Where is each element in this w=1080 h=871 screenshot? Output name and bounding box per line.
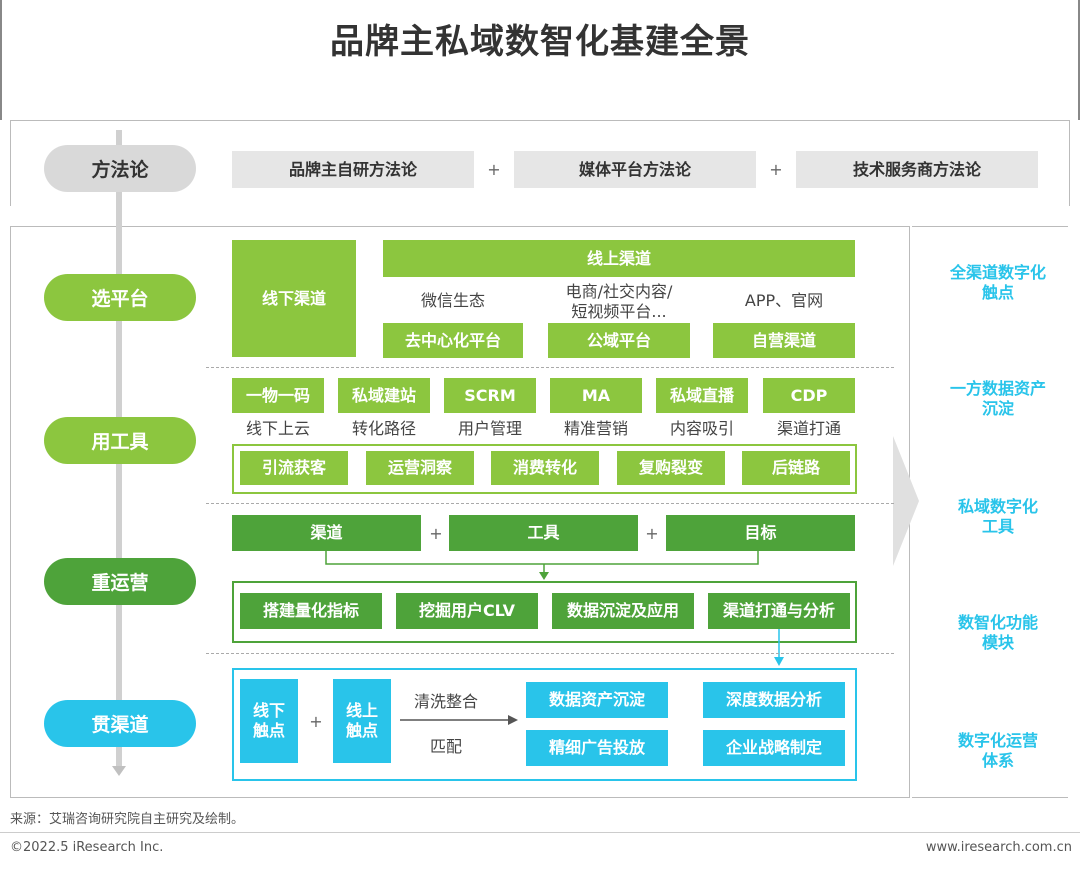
process-label: 匹配 — [429, 737, 462, 756]
tool-box: SCRM — [444, 378, 536, 413]
operation-input-box: 渠道 — [232, 515, 421, 551]
copyright: ©2022.5 iResearch Inc. — [10, 840, 164, 855]
page-title: 品牌主私域数智化基建全景 — [330, 22, 750, 62]
down-arrow-icon — [774, 629, 784, 666]
operation-output-box: 数据沉淀及应用 — [552, 593, 694, 629]
tool-desc: 线下上云 — [245, 419, 310, 438]
method-item: 媒体平台方法论 — [514, 151, 756, 188]
channel-result-box: 精细广告投放 — [526, 730, 668, 766]
section-divider — [206, 367, 894, 368]
layer-platform-pill: 选平台 — [44, 274, 196, 321]
method-item: 技术服务商方法论 — [796, 151, 1038, 188]
methodology-pill: 方法论 — [44, 145, 196, 192]
process-label: 清洗整合 — [413, 692, 478, 711]
platform-type-box: 自营渠道 — [713, 323, 855, 358]
merge-arrow-icon — [325, 550, 759, 580]
chevron-right-icon — [893, 436, 919, 566]
tool-box: CDP — [763, 378, 855, 413]
channel-result-box: 企业战略制定 — [703, 730, 845, 766]
operation-output-box: 渠道打通与分析 — [708, 593, 850, 629]
right-label: 数智化功能 模块 — [957, 613, 1038, 652]
offline-channel-box: 线下渠道 — [232, 240, 356, 357]
right-label: 数字化运营 体系 — [957, 731, 1038, 770]
frame-right-edge — [1078, 0, 1080, 120]
tool-desc: 转化路径 — [351, 419, 416, 438]
platform-desc: 电商/社交内容/ 短视频平台... — [565, 282, 673, 321]
tool-desc: 渠道打通 — [776, 419, 841, 438]
section-divider — [206, 503, 894, 504]
tool-box: MA — [550, 378, 642, 413]
plus-sign: + — [487, 160, 501, 179]
tool-box: 一物一码 — [232, 378, 324, 413]
operation-input-box: 目标 — [666, 515, 855, 551]
source-note: 来源：艾瑞咨询研究院自主研究及绘制。 — [10, 812, 245, 827]
right-arrow-icon — [400, 715, 518, 725]
tool-box: 私域建站 — [338, 378, 430, 413]
website-link[interactable]: www.iresearch.com.cn — [925, 840, 1072, 855]
method-item: 品牌主自研方法论 — [232, 151, 474, 188]
tool-goal-box: 消费转化 — [491, 451, 599, 485]
tool-goal-box: 复购裂变 — [617, 451, 725, 485]
operation-output-box: 搭建量化指标 — [240, 593, 382, 629]
right-label: 一方数据资产 沉淀 — [949, 379, 1046, 418]
platform-desc: APP、官网 — [744, 291, 824, 310]
tool-goals-frame — [232, 444, 857, 494]
footer-divider — [0, 832, 1080, 833]
platform-type-box: 去中心化平台 — [383, 323, 523, 358]
offline-touch-box: 线下 触点 — [240, 679, 298, 763]
operation-outputs-frame — [232, 581, 857, 643]
layer-channel-pill: 贯渠道 — [44, 700, 196, 747]
tool-box: 私域直播 — [656, 378, 748, 413]
section-divider — [206, 653, 894, 654]
online-channel-box: 线上渠道 — [383, 240, 855, 277]
operation-output-box: 挖掘用户CLV — [396, 593, 538, 629]
channel-frame — [232, 668, 857, 781]
tool-goal-box: 运营洞察 — [366, 451, 474, 485]
tool-desc: 内容吸引 — [669, 419, 734, 438]
layer-operation-pill: 重运营 — [44, 558, 196, 605]
platform-desc: 微信生态 — [420, 291, 485, 310]
right-label: 私域数字化 工具 — [957, 497, 1038, 536]
plus-sign: + — [429, 523, 443, 543]
operation-input-box: 工具 — [449, 515, 638, 551]
online-touch-box: 线上 触点 — [333, 679, 391, 763]
tool-desc: 用户管理 — [457, 419, 522, 438]
plus-sign: + — [769, 160, 783, 179]
right-frame — [912, 226, 1068, 798]
platform-type-box: 公域平台 — [548, 323, 690, 358]
methodology-frame — [10, 120, 1070, 206]
layer-tools-pill: 用工具 — [44, 417, 196, 464]
tool-goal-box: 引流获客 — [240, 451, 348, 485]
tool-desc: 精准营销 — [563, 419, 628, 438]
frame-left-edge — [0, 0, 2, 120]
channel-result-box: 深度数据分析 — [703, 682, 845, 718]
tool-goal-box: 后链路 — [742, 451, 850, 485]
axis-arrow-icon — [112, 766, 126, 776]
plus-sign: + — [645, 523, 659, 543]
plus-sign: + — [309, 711, 323, 731]
channel-result-box: 数据资产沉淀 — [526, 682, 668, 718]
right-label: 全渠道数字化 触点 — [949, 263, 1046, 302]
